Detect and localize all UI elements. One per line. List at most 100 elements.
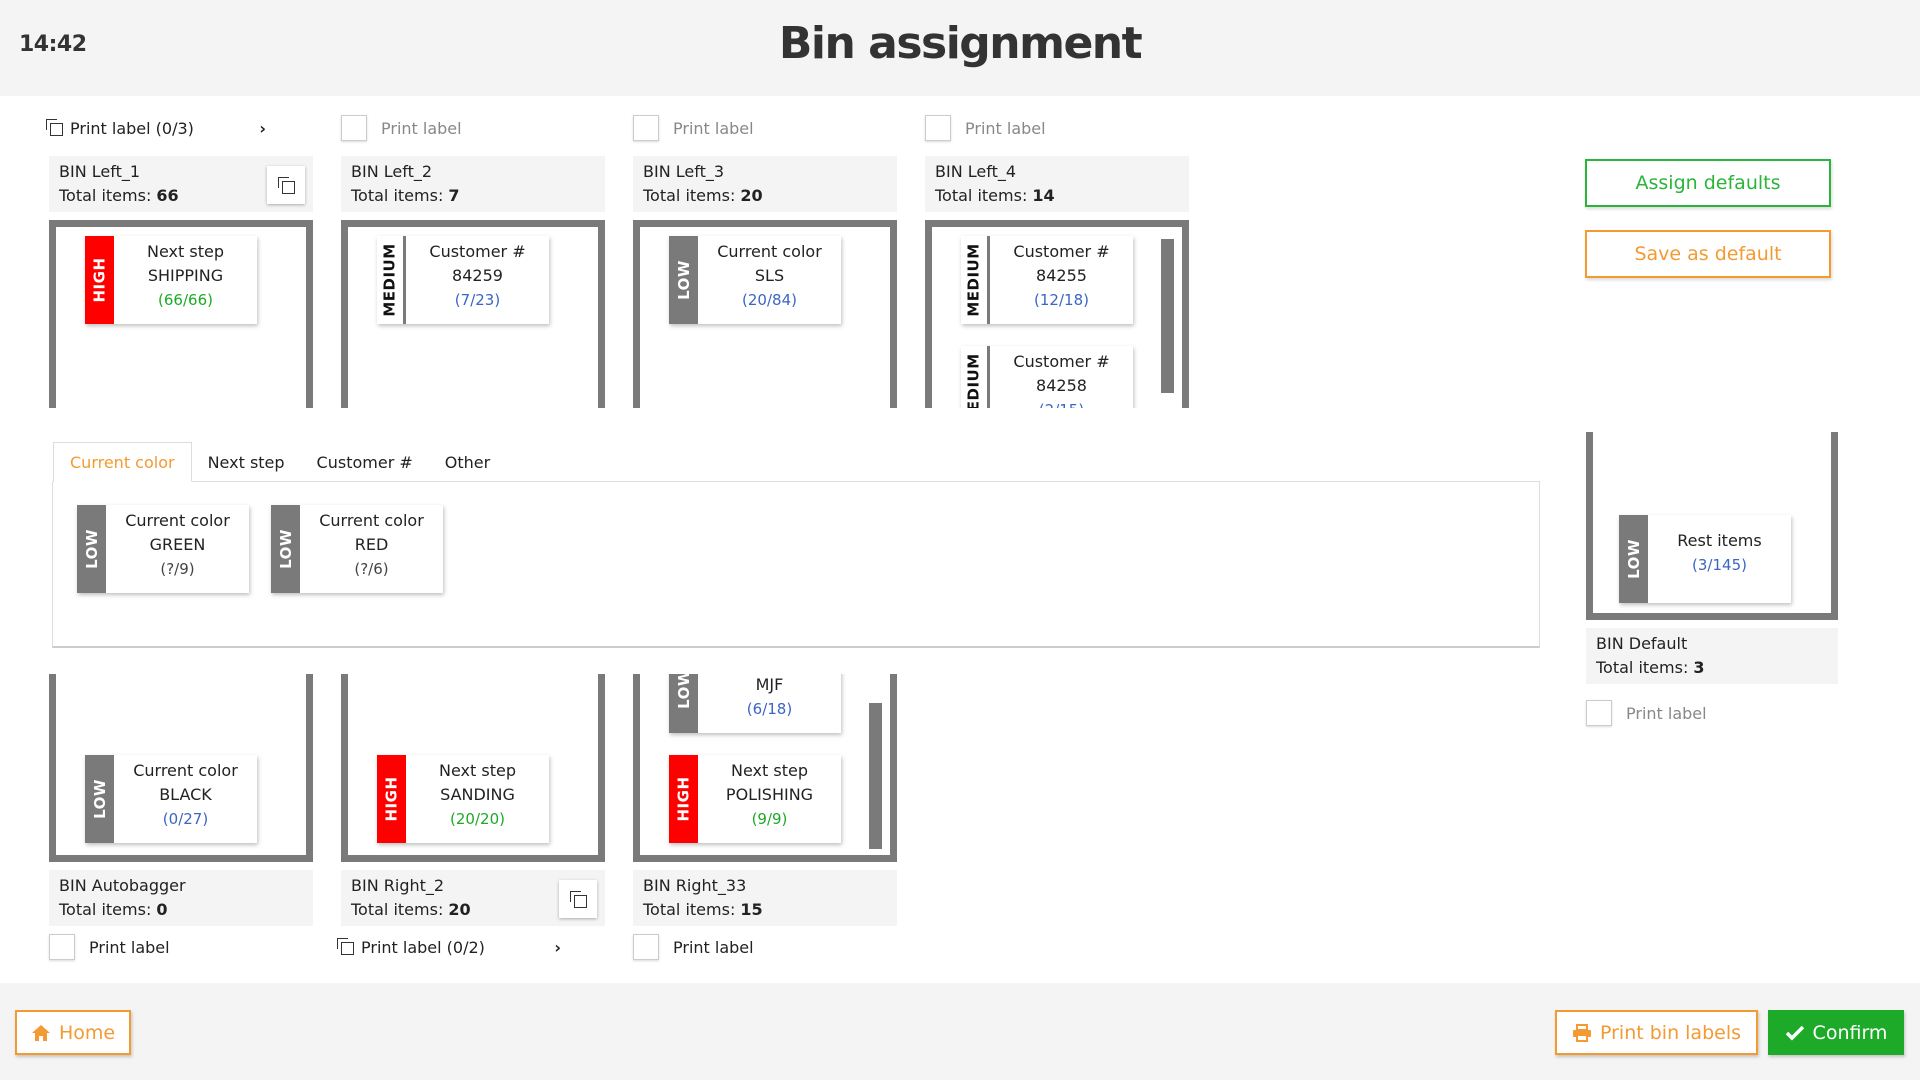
- item-card[interactable]: MEDIUM Customer # 84255 (12/18): [961, 236, 1133, 324]
- bin-total: Total items: 3: [1596, 658, 1705, 677]
- priority-badge: LOW: [1619, 515, 1648, 603]
- printer-icon: [1572, 1023, 1591, 1042]
- checkbox[interactable]: [925, 115, 951, 141]
- item-card[interactable]: MEDIUM Customer # 84259 (7/23): [377, 236, 549, 324]
- bin-header-right-2: BIN Right_2 Total items: 20: [341, 870, 605, 926]
- tab-customer[interactable]: Customer #: [316, 452, 413, 472]
- copy-button[interactable]: [267, 166, 305, 204]
- checkbox[interactable]: [633, 115, 659, 141]
- card-line2: 84255: [1036, 266, 1087, 285]
- bin-container-left-4[interactable]: MEDIUM Customer # 84255 (12/18) MEDIUM C…: [925, 220, 1189, 408]
- priority-badge: HIGH: [669, 755, 698, 843]
- bin-header-left-4: BIN Left_4 Total items: 14: [925, 156, 1189, 212]
- bin-name: BIN Left_3: [643, 162, 725, 181]
- item-card[interactable]: LOW Current color BLACK (0/27): [85, 755, 257, 843]
- card-line1: Next step: [439, 761, 516, 780]
- card-count: (0/27): [162, 810, 209, 828]
- checkbox[interactable]: [341, 115, 367, 141]
- bin-container-left-3[interactable]: LOW Current color SLS (20/84): [633, 220, 897, 408]
- copy-button[interactable]: [559, 880, 597, 918]
- tab-other[interactable]: Other: [444, 452, 491, 472]
- chevron-right-icon: ›: [259, 118, 266, 138]
- print-label-text: Print label: [673, 118, 754, 138]
- card-count: (12/18): [1034, 291, 1089, 309]
- save-as-default-button[interactable]: Save as default: [1585, 230, 1831, 278]
- bin-header-left-1: BIN Left_1 Total items: 66: [49, 156, 313, 212]
- card-line2: SHIPPING: [147, 266, 224, 285]
- print-label-checkbox-left-3[interactable]: Print label: [633, 115, 754, 141]
- checkbox[interactable]: [49, 934, 75, 960]
- copy-icon: [46, 119, 63, 136]
- confirm-label: Confirm: [1812, 1021, 1888, 1044]
- header-bar: 14:42 Bin assignment: [0, 0, 1920, 96]
- print-label-text: Print label (0/3): [70, 118, 194, 138]
- priority-badge: HIGH: [377, 755, 406, 843]
- assign-defaults-button[interactable]: Assign defaults: [1585, 159, 1831, 207]
- bin-name: BIN Left_2: [351, 162, 433, 181]
- print-label-checkbox-autobagger[interactable]: Print label: [49, 934, 170, 960]
- card-count: (6/18): [746, 700, 793, 718]
- bin-total: Total items: 20: [643, 186, 763, 205]
- print-label-dropdown-left-1[interactable]: Print label (0/3) ›: [46, 115, 290, 141]
- print-label-dropdown-right-2[interactable]: Print label (0/2) ›: [337, 934, 581, 960]
- tab-next-step[interactable]: Next step: [207, 452, 285, 472]
- bin-container-default[interactable]: LOW Rest items (3/145): [1586, 432, 1838, 620]
- checkbox[interactable]: [633, 934, 659, 960]
- page-title: Bin assignment: [778, 18, 1143, 69]
- item-card[interactable]: LOW Current color SLS (20/84): [669, 236, 841, 324]
- print-label-checkbox-left-4[interactable]: Print label: [925, 115, 1046, 141]
- scrollbar[interactable]: [1161, 239, 1174, 393]
- item-card[interactable]: HIGH Next step SANDING (20/20): [377, 755, 549, 843]
- card-line2: 84258: [1036, 376, 1087, 395]
- card-line2: RED: [354, 535, 389, 554]
- item-card[interactable]: LOW MJF (6/18): [669, 674, 841, 733]
- confirm-button[interactable]: Confirm: [1768, 1010, 1904, 1055]
- card-count: (66/66): [158, 291, 213, 309]
- card-line1: Customer #: [429, 242, 526, 261]
- item-card[interactable]: MEDIUM Customer # 84258 (2/15): [961, 346, 1133, 408]
- priority-badge: MEDIUM: [961, 346, 990, 408]
- priority-badge: MEDIUM: [961, 236, 990, 324]
- card-line1: Customer #: [1013, 242, 1110, 261]
- home-button[interactable]: Home: [15, 1010, 131, 1055]
- priority-badge: LOW: [669, 236, 698, 324]
- bin-container-right-33[interactable]: LOW MJF (6/18) HIGH Next step POLISHING …: [633, 674, 897, 862]
- print-label-checkbox-right-33[interactable]: Print label: [633, 934, 754, 960]
- tab-bar: Current color Next step Customer # Other: [53, 442, 506, 482]
- bin-total: Total items: 20: [351, 900, 471, 919]
- priority-badge: LOW: [77, 505, 106, 593]
- card-count: (3/145): [1692, 556, 1747, 574]
- copy-icon: [277, 176, 295, 194]
- print-label-checkbox-default[interactable]: Print label: [1586, 700, 1707, 726]
- item-card[interactable]: LOW Current color GREEN (?/9): [77, 505, 249, 593]
- card-count: (7/23): [454, 291, 501, 309]
- print-label-text: Print label: [673, 937, 754, 957]
- bin-container-autobagger[interactable]: LOW Current color BLACK (0/27): [49, 674, 313, 862]
- priority-badge: HIGH: [85, 236, 114, 324]
- item-card[interactable]: HIGH Next step POLISHING (9/9): [669, 755, 841, 843]
- copy-icon: [337, 938, 354, 955]
- print-label-checkbox-left-2[interactable]: Print label: [341, 115, 462, 141]
- print-label-text: Print label (0/2): [361, 937, 485, 957]
- print-label-text: Print label: [381, 118, 462, 138]
- unassigned-items-panel: LOW Current color GREEN (?/9) LOW Curren…: [52, 481, 1540, 648]
- copy-icon: [569, 890, 587, 908]
- tab-current-color[interactable]: Current color: [53, 442, 192, 482]
- clock: 14:42: [19, 32, 87, 57]
- item-card[interactable]: LOW Rest items (3/145): [1619, 515, 1791, 603]
- bin-container-left-1[interactable]: HIGH Next step SHIPPING (66/66): [49, 220, 313, 408]
- item-card[interactable]: LOW Current color RED (?/6): [271, 505, 443, 593]
- print-bin-labels-button[interactable]: Print bin labels: [1555, 1010, 1758, 1055]
- bin-header-autobagger: BIN Autobagger Total items: 0: [49, 870, 313, 926]
- item-card[interactable]: HIGH Next step SHIPPING (66/66): [85, 236, 257, 324]
- priority-badge: MEDIUM: [377, 236, 406, 324]
- checkbox[interactable]: [1586, 700, 1612, 726]
- bin-container-right-2[interactable]: HIGH Next step SANDING (20/20): [341, 674, 605, 862]
- card-count: (?/6): [354, 560, 389, 578]
- bin-name: BIN Autobagger: [59, 876, 186, 895]
- scrollbar[interactable]: [869, 703, 882, 849]
- print-label-text: Print label: [89, 937, 170, 957]
- bin-container-left-2[interactable]: MEDIUM Customer # 84259 (7/23): [341, 220, 605, 408]
- card-line1: Rest items: [1677, 531, 1762, 550]
- bin-total: Total items: 7: [351, 186, 460, 205]
